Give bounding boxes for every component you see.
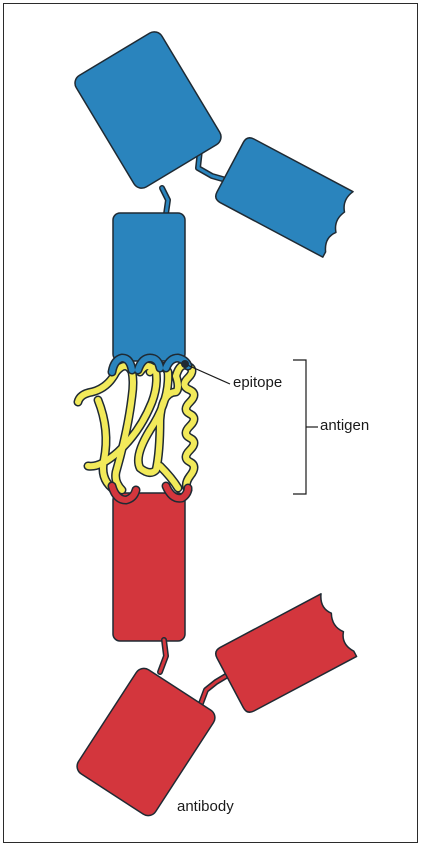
lower-stem-domain: [113, 493, 185, 641]
lower-side-domain: [213, 593, 356, 715]
lower-arm-linker: [200, 676, 226, 706]
upper-stem-domain: [113, 213, 185, 361]
antigen-bracket: [293, 360, 306, 494]
antigen: [78, 358, 194, 500]
antigen-label: antigen: [320, 417, 369, 434]
upper-side-domain: [213, 135, 356, 257]
epitope-dot: [181, 360, 189, 368]
lower-tilted-domain: [74, 665, 219, 819]
epitope-label: epitope: [233, 374, 282, 391]
upper-antibody: [72, 29, 357, 361]
antibody-label: antibody: [177, 798, 234, 815]
lower-antibody: [74, 493, 357, 819]
